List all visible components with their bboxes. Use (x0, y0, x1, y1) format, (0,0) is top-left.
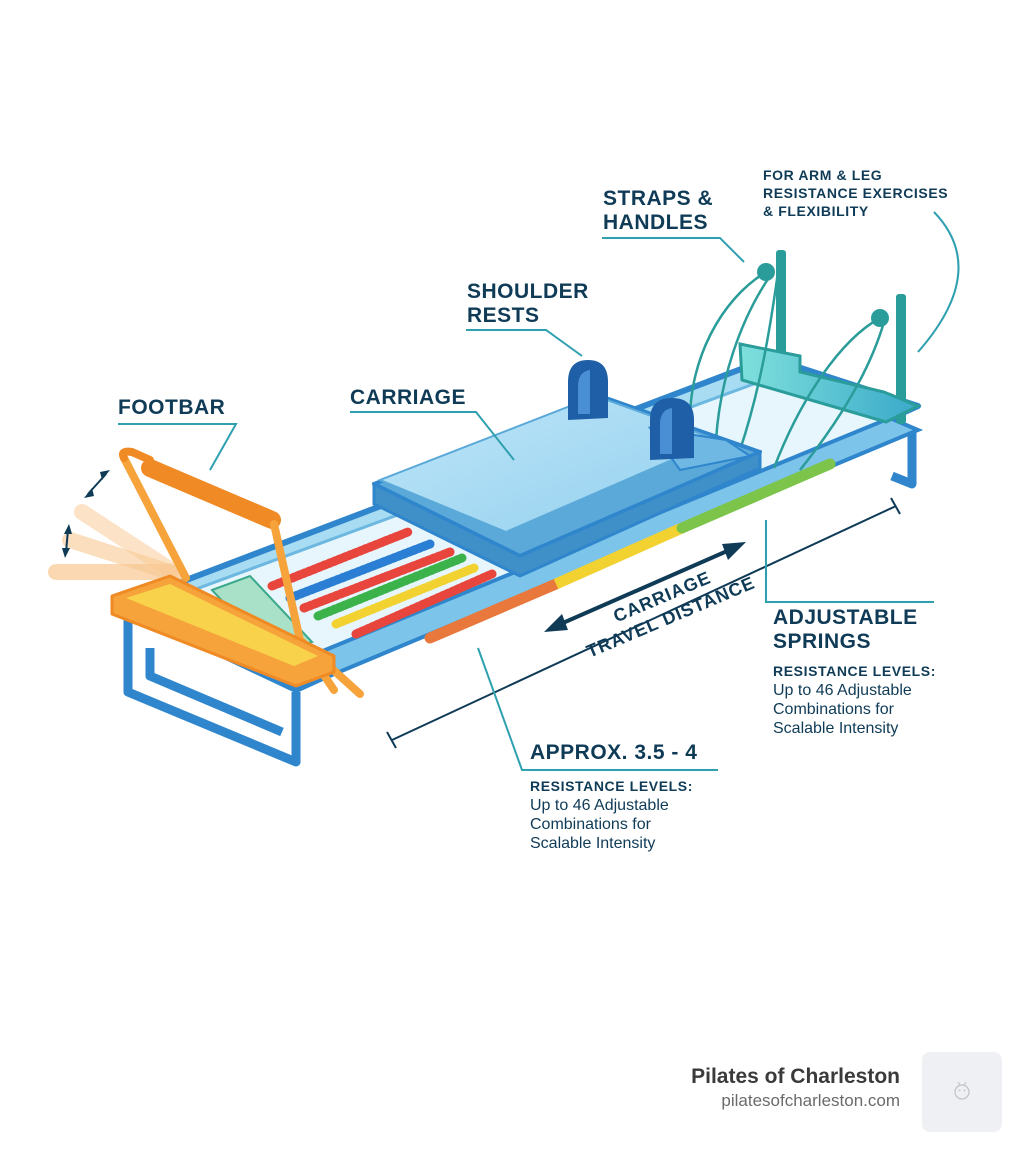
straps-note-line1: FOR ARM & LEG (763, 166, 882, 184)
springs-subheading: RESISTANCE LEVELS: (773, 662, 936, 680)
carriage-label: CARRIAGE (350, 386, 466, 410)
reformer-diagram: CARRIAGE TRAVEL DISTANCE (0, 0, 1024, 1030)
footer-brand: Pilates of Charleston (691, 1065, 900, 1089)
logo-icon (922, 1052, 1002, 1132)
approx-desc-line1: Up to 46 Adjustable (530, 796, 669, 816)
springs-desc-line3: Scalable Intensity (773, 719, 898, 739)
approx-desc-line3: Scalable Intensity (530, 834, 655, 854)
footbar-label: FOOTBAR (118, 396, 225, 420)
straps-note-line3: & FLEXIBILITY (763, 202, 869, 220)
approx-desc-line2: Combinations for (530, 815, 651, 835)
straps-handles-label-line2: HANDLES (603, 211, 708, 235)
adjustable-springs-label-line2: SPRINGS (773, 630, 871, 654)
springs-desc-line1: Up to 46 Adjustable (773, 681, 912, 701)
logo-glyph (922, 1052, 1002, 1132)
approx-subheading: RESISTANCE LEVELS: (530, 777, 693, 795)
approx-label: APPROX. 3.5 - 4 (530, 741, 697, 765)
shoulder-rests-label-line2: RESTS (467, 304, 540, 328)
adjustable-springs-label-line1: ADJUSTABLE (773, 606, 918, 630)
footer-url[interactable]: pilatesofcharleston.com (721, 1091, 900, 1111)
straps-handles-label-line1: STRAPS & (603, 187, 713, 211)
springs-desc-line2: Combinations for (773, 700, 894, 720)
shoulder-rests-label-line1: SHOULDER (467, 280, 589, 304)
straps-note-line2: RESISTANCE EXERCISES (763, 184, 948, 202)
